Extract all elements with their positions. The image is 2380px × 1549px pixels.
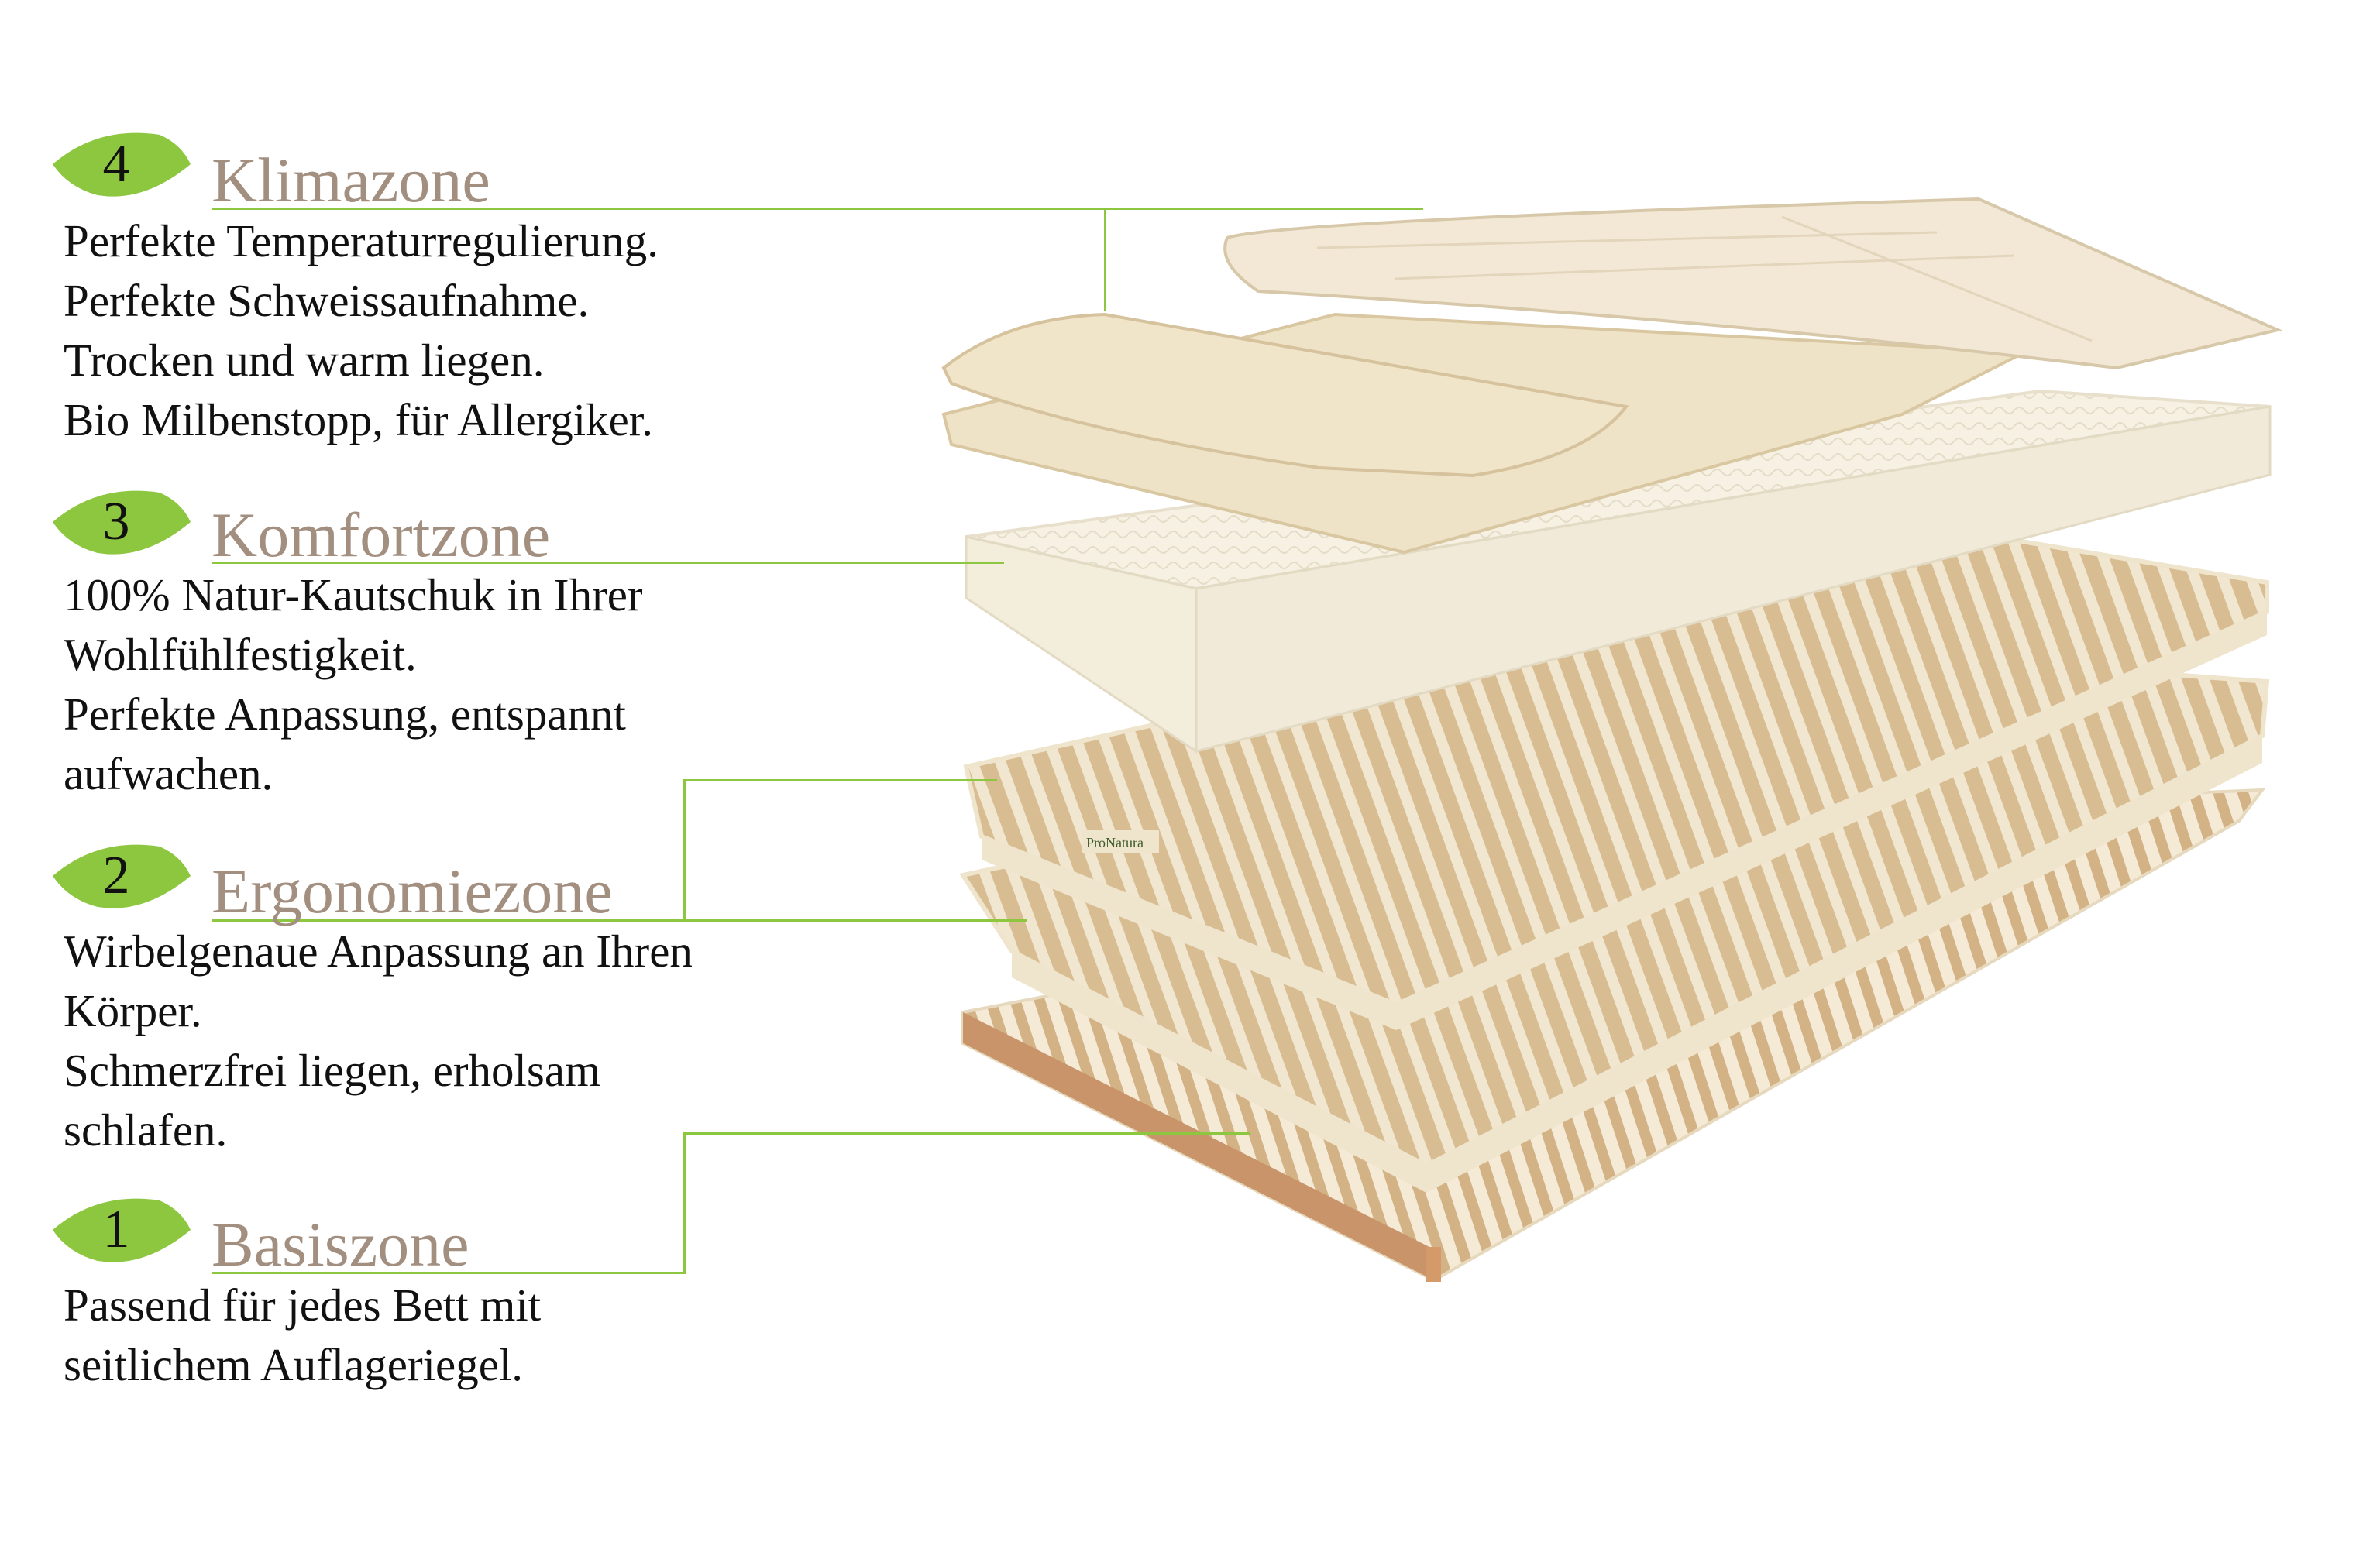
zone-3-leaf-badge: 3: [51, 486, 192, 558]
zone-2-description: Wirbelgenaue Anpassung an Ihren Körper. …: [64, 922, 693, 1160]
description-line: Passend für jedes Bett mit: [64, 1279, 542, 1331]
basiszone-connector: [683, 1132, 686, 1274]
zone-1-leaf-badge: 1: [51, 1194, 192, 1266]
klimazone-underline: [212, 208, 1423, 210]
zone-number: 1: [102, 1200, 130, 1259]
leaf-icon: [53, 844, 191, 908]
description-line: Perfekte Anpassung, entspannt: [64, 689, 626, 740]
description-line: Perfekte Temperaturregulierung.: [64, 215, 659, 266]
ergonomiezone-underline: [212, 919, 1027, 922]
description-line: Wohlfühlfestigkeit.: [64, 629, 417, 680]
description-line: 100% Natur-Kautschuk in Ihrer: [64, 569, 643, 620]
brand-tag: [1082, 830, 1159, 853]
zone-3-description: 100% Natur-Kautschuk in Ihrer Wohlfühlfe…: [64, 565, 643, 804]
description-line: Trocken und warm liegen.: [64, 335, 545, 386]
ergonomiezone-connector: [683, 779, 686, 921]
zone-4-leaf-badge: 4: [51, 129, 192, 200]
leaf-icon: [53, 1198, 191, 1262]
zone-number: 2: [102, 846, 130, 905]
brand-label: ProNatura: [1086, 835, 1144, 850]
zone-number: 3: [102, 492, 130, 551]
zone-2-title: Ergonomiezone: [212, 856, 613, 926]
duvet: [1223, 197, 2283, 370]
basiszone-underline: [212, 1272, 686, 1274]
description-line: Schmerzfrei liegen, erholsam: [64, 1045, 600, 1096]
leaf-icon: [53, 132, 191, 197]
zone-3-title: Komfortzone: [212, 500, 551, 570]
description-line: Wirbelgenaue Anpassung an Ihren: [64, 926, 693, 977]
description-line: schlafen.: [64, 1104, 228, 1156]
komfortzone-underline: [212, 562, 1004, 564]
zone-4-description: Perfekte Temperaturregulierung. Perfekte…: [64, 211, 659, 450]
zone-number: 4: [102, 134, 130, 194]
zone-1-description: Passend für jedes Bett mit seitlichem Au…: [64, 1276, 541, 1395]
ergonomiezone-connector-top: [683, 779, 997, 781]
basiszone-connector-top: [683, 1132, 1250, 1135]
description-line: aufwachen.: [64, 748, 273, 799]
zone-4-title: Klimazone: [212, 145, 490, 215]
klimazone-connector: [1104, 208, 1106, 311]
zone-1-title: Basiszone: [212, 1209, 469, 1279]
description-line: seitlichem Auflageriegel.: [64, 1339, 524, 1390]
leaf-icon: [53, 490, 191, 555]
description-line: Körper.: [64, 985, 202, 1036]
description-line: Bio Milbenstopp, für Allergiker.: [64, 394, 653, 445]
zone-2-leaf-badge: 2: [51, 840, 192, 912]
pillow: [941, 312, 1629, 478]
description-line: Perfekte Schweissaufnahme.: [64, 275, 590, 326]
